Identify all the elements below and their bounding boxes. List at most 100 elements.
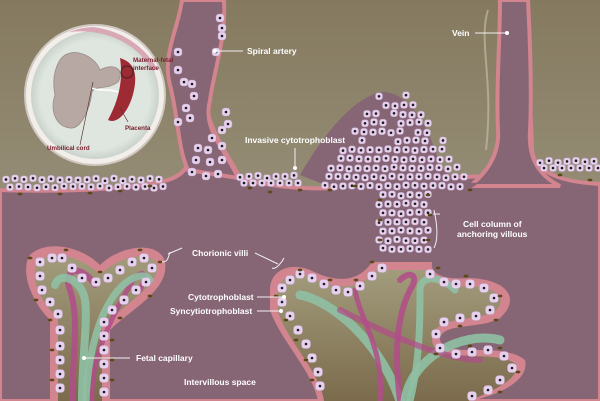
cell-nucleus [455, 165, 459, 169]
label-chorionic-villi: Chorionic villi [192, 248, 248, 258]
cell-nucleus [350, 184, 354, 187]
cell-nucleus [350, 148, 354, 151]
cell-nucleus [216, 172, 220, 176]
cell-nucleus [422, 203, 426, 206]
cell-nucleus [390, 192, 394, 196]
cell-nucleus [395, 185, 399, 188]
cell-nucleus [565, 160, 569, 163]
cell-nucleus [392, 111, 396, 115]
cell-nucleus [414, 138, 418, 142]
cell-nucleus [218, 16, 222, 20]
cell-nucleus [399, 122, 403, 125]
syncytial-nucleus [283, 318, 289, 322]
syncytial-nucleus [497, 294, 503, 298]
cell-nucleus [327, 175, 331, 178]
cell-nucleus [395, 202, 399, 206]
cell-nucleus [359, 185, 363, 188]
label-invasive-cytotrophoblast: Invasive cytotrophoblast [245, 135, 345, 145]
cell-nucleus [440, 147, 444, 151]
cell-nucleus [417, 120, 421, 124]
cell-nucleus [190, 82, 194, 86]
cell-nucleus [26, 185, 30, 189]
cell-nucleus [58, 178, 62, 182]
cell-nucleus [40, 178, 44, 182]
cell-nucleus [134, 288, 138, 292]
cell-nucleus [8, 185, 12, 189]
vein-shadow-line [483, 9, 490, 151]
cell-nucleus [498, 378, 502, 382]
cell-nucleus [458, 185, 462, 188]
cell-nucleus [329, 166, 333, 170]
cell-nucleus [13, 177, 17, 180]
cell-nucleus [334, 288, 338, 292]
cell-nucleus [58, 372, 62, 376]
cell-nucleus [58, 386, 62, 390]
cell-nucleus [381, 121, 385, 125]
cell-nucleus [404, 183, 408, 187]
cell-nucleus [458, 316, 462, 320]
cell-nucleus [150, 266, 154, 270]
cell-nucleus [176, 68, 180, 72]
cell-nucleus [102, 390, 106, 394]
cell-nucleus [399, 194, 403, 198]
cell-nucleus [94, 280, 98, 284]
cell-nucleus [381, 211, 385, 215]
cell-nucleus [31, 176, 35, 180]
cell-nucleus [377, 221, 381, 224]
syncytial-nucleus [49, 348, 55, 352]
cell-nucleus [121, 179, 125, 183]
label-spiral-artery: Spiral artery [247, 46, 297, 56]
cell-nucleus [130, 260, 134, 264]
cell-nucleus [280, 300, 284, 304]
cell-nucleus [304, 342, 308, 346]
cell-nucleus [194, 158, 198, 162]
syncytial-nucleus [377, 218, 383, 222]
cell-nucleus [182, 80, 186, 84]
cell-nucleus [380, 266, 384, 270]
cell-nucleus [502, 354, 506, 358]
syncytial-nucleus [352, 184, 358, 188]
cell-nucleus [381, 246, 385, 250]
cell-nucleus [85, 178, 89, 181]
cell-nucleus [298, 272, 302, 276]
cell-nucleus [348, 156, 352, 160]
cell-nucleus [363, 121, 367, 125]
syncytial-nucleus [467, 188, 473, 192]
cell-nucleus [538, 161, 542, 165]
cell-nucleus [345, 175, 349, 178]
cell-nucleus [161, 185, 165, 188]
cell-nucleus [435, 175, 439, 179]
syncytial-nucleus [353, 278, 359, 282]
cell-nucleus [269, 181, 273, 185]
cell-nucleus [80, 276, 84, 280]
cell-nucleus [80, 185, 84, 188]
cell-nucleus [442, 320, 446, 324]
cell-nucleus [386, 239, 390, 243]
cell-nucleus [404, 220, 408, 224]
cell-nucleus [220, 128, 224, 132]
cell-nucleus [206, 148, 210, 152]
label-fetal-capillary: Fetal capillary [136, 353, 193, 363]
cell-nucleus [551, 166, 555, 170]
cell-nucleus [386, 147, 390, 151]
syncytial-nucleus [57, 192, 63, 196]
label-cell-column-1: Cell column of [463, 219, 522, 229]
cell-nucleus [118, 268, 122, 272]
syncytial-nucleus [557, 173, 563, 177]
cell-nucleus [428, 272, 432, 276]
placenta-shape [108, 58, 136, 121]
label-cell-column-2: anchoring villous [457, 229, 528, 239]
cell-nucleus [102, 320, 106, 324]
cell-nucleus [410, 113, 414, 117]
syncytial-nucleus [63, 248, 69, 252]
cell-nucleus [296, 181, 300, 185]
cell-nucleus [60, 256, 64, 260]
cell-nucleus [420, 158, 424, 162]
cell-nucleus [404, 201, 408, 205]
cell-nucleus [468, 282, 472, 286]
cell-nucleus [390, 174, 394, 178]
label-intervillous-space: Intervillous space [184, 377, 256, 387]
cell-nucleus [242, 181, 246, 185]
cell-nucleus [419, 167, 423, 170]
cell-nucleus [486, 388, 490, 392]
